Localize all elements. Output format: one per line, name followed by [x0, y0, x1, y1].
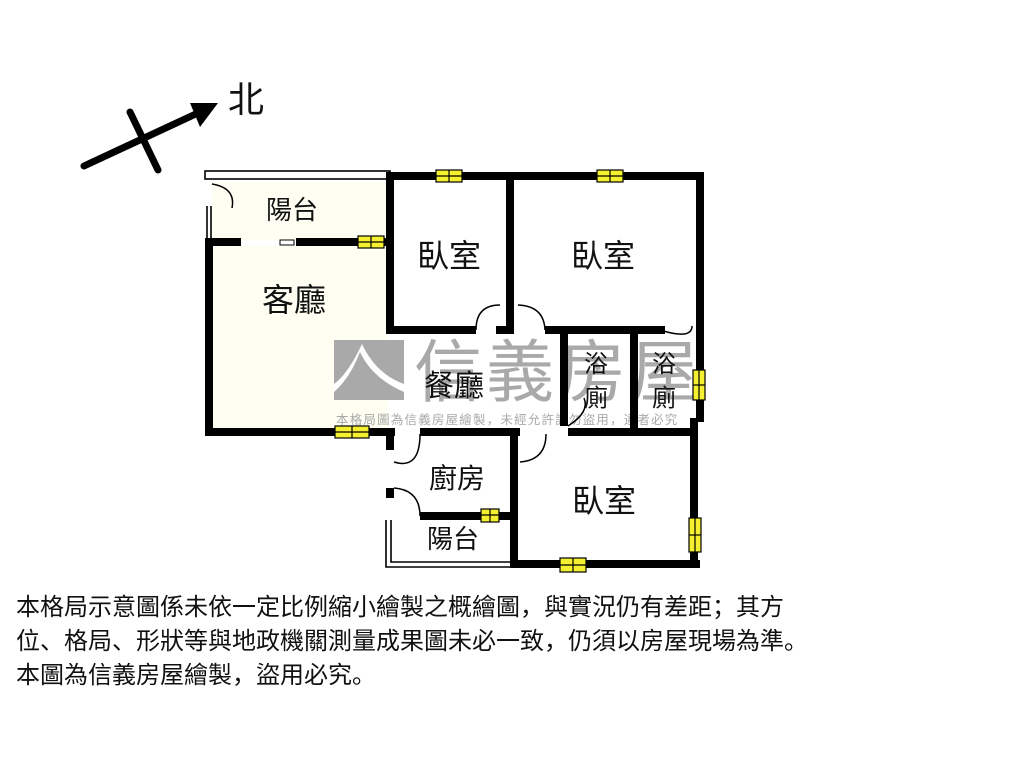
room-label-balcony-top: 陽台	[266, 196, 318, 226]
room-label-dining-room: 餐廳	[424, 369, 484, 404]
watermark-logo: 信義房屋 本格局圖為信義房屋繪製，未經允許請勿盜用，違者必究	[334, 334, 702, 427]
room-label-balcony-bottom: 陽台	[427, 525, 479, 555]
room-label-bath-1-top: 浴	[584, 350, 608, 378]
room-label-bedroom-2: 臥室	[571, 237, 635, 275]
room-label-bedroom-3: 臥室	[572, 482, 636, 520]
room-label-bath-1-bottom: 廁	[584, 384, 608, 412]
room-label-bath-2-top: 浴	[652, 350, 676, 378]
sliding-door-icon	[279, 239, 295, 246]
disclaimer-text: 本格局示意圖係未依一定比例縮小繪製之概繪圖，與實況仍有差距；其方 位、格局、形狀…	[16, 590, 1016, 692]
room-label-living-room: 客廳	[262, 281, 326, 319]
windows	[334, 169, 706, 573]
room-label-bath-2-bottom: 廁	[652, 384, 676, 412]
floor-plan: 北 信義房屋 本格局圖為信義房屋繪製，未經允許請勿盜用，違者必究	[80, 80, 706, 573]
north-arrow-icon	[80, 103, 218, 174]
watermark-notice: 本格局圖為信義房屋繪製，未經允許請勿盜用，違者必究	[336, 412, 679, 427]
disclaimer-line-1: 本格局示意圖係未依一定比例縮小繪製之概繪圖，與實況仍有差距；其方	[16, 593, 784, 621]
door-swings	[211, 183, 693, 517]
disclaimer-line-2: 位、格局、形狀等與地政機關測量成果圖未必一致，仍須以房屋現場為準。	[16, 627, 808, 655]
walls	[205, 172, 704, 568]
north-label: 北	[228, 80, 264, 121]
watermark-brand: 信義房屋	[414, 334, 702, 413]
disclaimer-line-3: 本圖為信義房屋繪製，盜用必究。	[16, 661, 376, 689]
room-label-kitchen: 廚房	[429, 462, 485, 495]
room-label-bedroom-1: 臥室	[417, 237, 481, 275]
